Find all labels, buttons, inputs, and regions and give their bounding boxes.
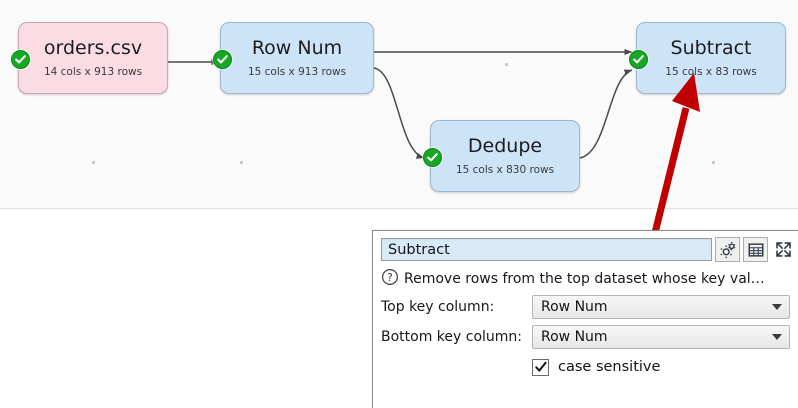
case-sensitive-checkbox[interactable] <box>532 358 549 376</box>
top-key-column-select[interactable]: Row Num <box>532 295 790 319</box>
field-label: Bottom key column: <box>381 329 523 345</box>
svg-text:?: ? <box>387 272 393 284</box>
flow-connectors <box>168 48 633 159</box>
node-subtract[interactable]: Subtract 15 cols x 83 rows <box>629 22 786 94</box>
node-orders-csv[interactable]: orders.csv 14 cols x 913 rows <box>11 22 168 94</box>
node-title: Subtract <box>670 36 752 59</box>
top-key-column-value: Row Num <box>541 299 608 315</box>
gears-icon[interactable] <box>715 237 740 262</box>
node-row-num[interactable]: Row Num 15 cols x 913 rows <box>213 22 374 94</box>
table-icon[interactable] <box>743 237 768 262</box>
check-circle-icon <box>11 50 30 69</box>
field-top-key-column: Top key column: Row Num <box>381 295 798 319</box>
panel-title-row: Subtract <box>381 237 798 262</box>
chevron-down-icon <box>772 334 782 340</box>
question-circle-icon[interactable]: ? <box>381 268 399 290</box>
chevron-down-icon <box>772 304 782 310</box>
bottom-key-column-select[interactable]: Row Num <box>532 325 790 349</box>
expand-icon[interactable] <box>771 237 796 262</box>
field-bottom-key-column: Bottom key column: Row Num <box>381 325 798 349</box>
field-case-sensitive: case sensitive <box>381 356 798 378</box>
node-subtitle: 15 cols x 913 rows <box>247 65 347 78</box>
grid-dot <box>92 161 95 164</box>
node-dedupe[interactable]: Dedupe 15 cols x 830 rows <box>423 120 580 192</box>
case-sensitive-label: case sensitive <box>558 359 661 375</box>
panel-help-text: Remove rows from the top dataset whose k… <box>404 271 765 287</box>
bottom-key-column-value: Row Num <box>541 329 608 345</box>
node-subtitle: 14 cols x 913 rows <box>43 65 143 78</box>
panel-help-row: ? Remove rows from the top dataset whose… <box>381 269 798 289</box>
node-title: Dedupe <box>467 134 543 157</box>
node-title: Row Num <box>251 36 343 59</box>
check-circle-icon <box>423 148 442 167</box>
item-name-input[interactable]: Subtract <box>381 238 712 261</box>
flow-canvas[interactable]: orders.csv 14 cols x 913 rows Row Num 15… <box>0 0 798 209</box>
check-circle-icon <box>213 50 232 69</box>
field-label: Top key column: <box>381 299 495 315</box>
properties-panel: Subtract <box>372 230 798 408</box>
item-name-value: Subtract <box>388 241 450 258</box>
grid-dot <box>712 161 715 164</box>
node-title: orders.csv <box>43 36 143 59</box>
grid-dot <box>240 161 243 164</box>
check-circle-icon <box>629 50 648 69</box>
node-subtitle: 15 cols x 830 rows <box>455 163 555 176</box>
node-subtitle: 15 cols x 83 rows <box>665 65 757 78</box>
grid-dot <box>505 63 508 66</box>
